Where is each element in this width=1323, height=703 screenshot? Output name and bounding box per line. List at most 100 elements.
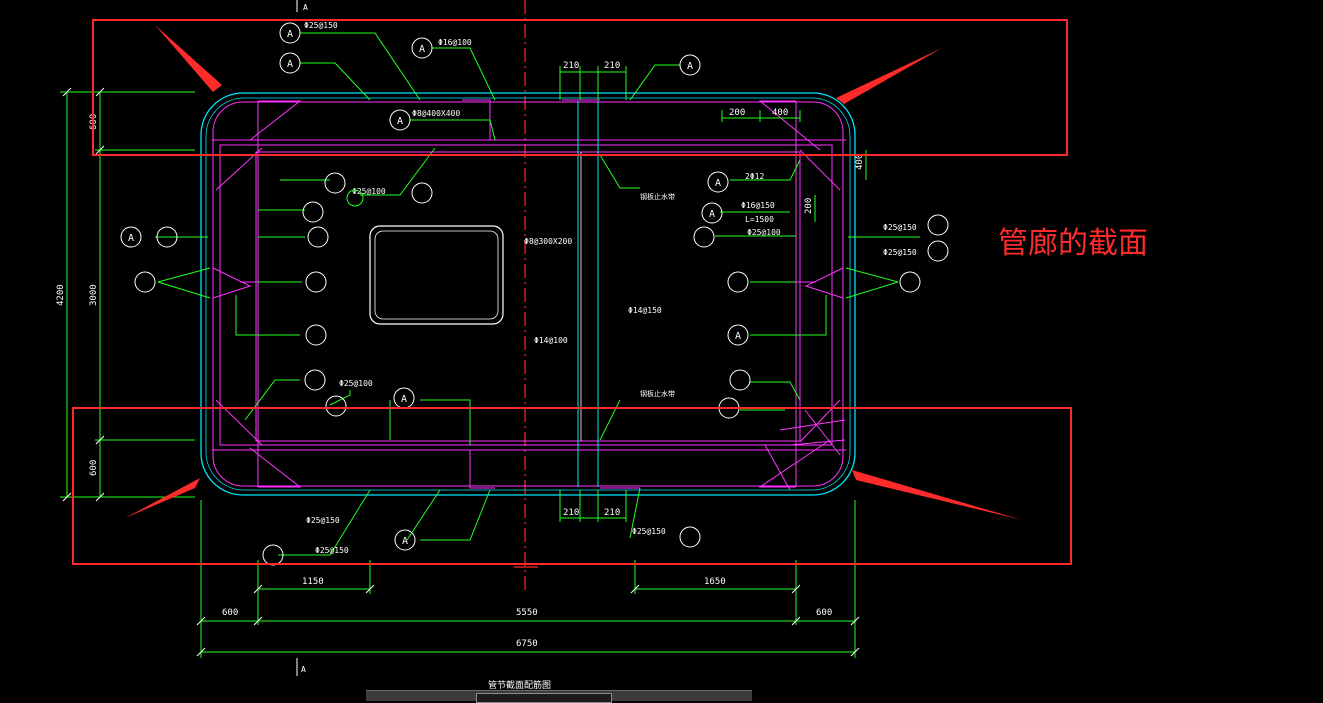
- rebar-haunch-bl-2: [249, 447, 302, 488]
- leader-3: [432, 47, 496, 101]
- leader-16: [420, 399, 471, 445]
- callout-stirrup-top: Φ16@100: [438, 38, 472, 47]
- marker-10: [120, 226, 142, 248]
- highlight-box-bottom: [72, 407, 1072, 565]
- dim-text-total-height: 4200: [56, 284, 66, 306]
- leader-13: [235, 295, 300, 336]
- rebar-haunch-br-2: [758, 439, 831, 488]
- middle-joint: [577, 101, 599, 487]
- marker-letter-10: A: [128, 233, 134, 244]
- leader-27: [750, 381, 801, 401]
- highlight-arrows: [125, 25, 1022, 520]
- arrow-bottom-right: [852, 470, 1022, 520]
- callout-texts: Φ25@150 Φ16@100 Φ8@400X400 Φ25@100 2Φ12 …: [304, 21, 917, 555]
- leader-2: [300, 62, 371, 101]
- callout-right-outer-1: Φ25@150: [883, 223, 917, 232]
- rebar-hook-right: [804, 267, 844, 299]
- callout-bottom-right: Φ25@150: [632, 527, 666, 536]
- rebar-top-joint-a: [462, 99, 491, 140]
- callout-joint-bottom: 钢板止水带: [640, 389, 675, 398]
- rebar-hook-left: [212, 267, 252, 299]
- dim-text-joint-bottom-b: 210: [604, 508, 620, 518]
- marker-27: [729, 369, 751, 391]
- rebar-bottom-joint-a: [469, 450, 495, 489]
- marker-letter-4: A: [397, 116, 403, 127]
- marker-25: [899, 271, 921, 293]
- rebar-br-cross-3: [789, 439, 846, 446]
- leader-4: [410, 119, 496, 141]
- callout-right-stirrup: Φ16@150: [741, 201, 775, 210]
- leader-17: [329, 390, 351, 406]
- rebar-haunch-br: [799, 399, 841, 443]
- marker-letter-3: A: [419, 44, 425, 55]
- leader-19: [599, 399, 621, 441]
- dimension-ticks: [62, 87, 860, 657]
- callout-right-length: L=1500: [745, 215, 774, 224]
- marker-a-2: [279, 52, 301, 74]
- marker-letter-20: A: [709, 209, 715, 220]
- marker-24: [727, 271, 749, 293]
- callout-top-outer: Φ25@150: [304, 21, 338, 30]
- marker-a-5: [679, 54, 701, 76]
- marker-7: [346, 189, 364, 207]
- callout-mid-150: Φ14@150: [628, 306, 662, 315]
- rebar-haunch-tr: [758, 100, 821, 151]
- leader-18: [599, 154, 640, 189]
- section-mark-top: A: [303, 3, 308, 12]
- marker-9: [302, 201, 324, 223]
- rebar-inner-loop: [219, 144, 833, 446]
- rebar-cage: [212, 99, 846, 491]
- dim-text-joint-top-b: 210: [604, 61, 620, 71]
- marker-6: [324, 172, 346, 194]
- marker-12: [307, 226, 329, 248]
- marker-14: [305, 271, 327, 293]
- marker-29: [394, 529, 416, 551]
- marker-letter-29: A: [402, 536, 408, 547]
- leader-14: [244, 379, 300, 421]
- marker-16: [304, 369, 326, 391]
- callout-right-2: 2Φ12: [745, 172, 764, 181]
- leader-lines: [155, 32, 920, 556]
- rebar-br-cross-2: [779, 419, 846, 431]
- dim-text-haunch-left: 600: [222, 608, 238, 618]
- rebar-br-cross-1: [764, 444, 791, 491]
- section-outer-outline-inner: [205, 97, 851, 491]
- drawing-title: 管节截面配筋图: [488, 679, 551, 691]
- marker-20: [701, 202, 723, 224]
- dim-text-haunch-right: 600: [816, 608, 832, 618]
- arrow-top-left: [155, 25, 222, 92]
- marker-letter-19: A: [715, 178, 721, 189]
- marker-letters: A A A A A A A A A A A: [128, 29, 741, 547]
- leader-5: [629, 64, 680, 101]
- leader-1: [300, 32, 421, 101]
- rebar-outer-loop: [212, 101, 844, 487]
- callout-bottom-2: Φ25@150: [315, 546, 349, 555]
- dimension-texts: 6750 5550 600 600 1150 1650 210 210 210 …: [56, 61, 865, 649]
- marker-letter-5: A: [687, 61, 693, 72]
- leader-32: [420, 489, 491, 541]
- marker-11: [156, 226, 178, 248]
- marker-26: [727, 324, 749, 346]
- dim-text-corner-a: 200: [729, 108, 745, 118]
- leader-24b: [845, 281, 899, 299]
- callout-mid-mesh: Φ8@300X200: [524, 237, 572, 246]
- leader-24a: [845, 267, 899, 283]
- marker-31: [679, 526, 701, 548]
- highlight-box-top: [92, 19, 1068, 156]
- arrow-top-right: [836, 48, 942, 104]
- annotation-label: 管廊的截面: [998, 226, 1148, 261]
- rebar-br-cross-4: [804, 409, 841, 456]
- leader-11a: [157, 267, 211, 283]
- leader-11b: [157, 281, 211, 299]
- section-markers: [120, 22, 949, 566]
- callout-mid-100: Φ14@100: [534, 336, 568, 345]
- dim-text-1150: 1150: [302, 577, 324, 587]
- leader-31: [629, 487, 641, 539]
- marker-17: [325, 395, 347, 417]
- marker-letter-18: A: [401, 394, 407, 405]
- marker-15: [305, 324, 327, 346]
- dim-text-joint-bottom-a: 210: [563, 508, 579, 518]
- marker-13: [134, 271, 156, 293]
- rebar-haunch-tl: [249, 100, 302, 141]
- rebar-haunch-tr-2: [799, 149, 841, 191]
